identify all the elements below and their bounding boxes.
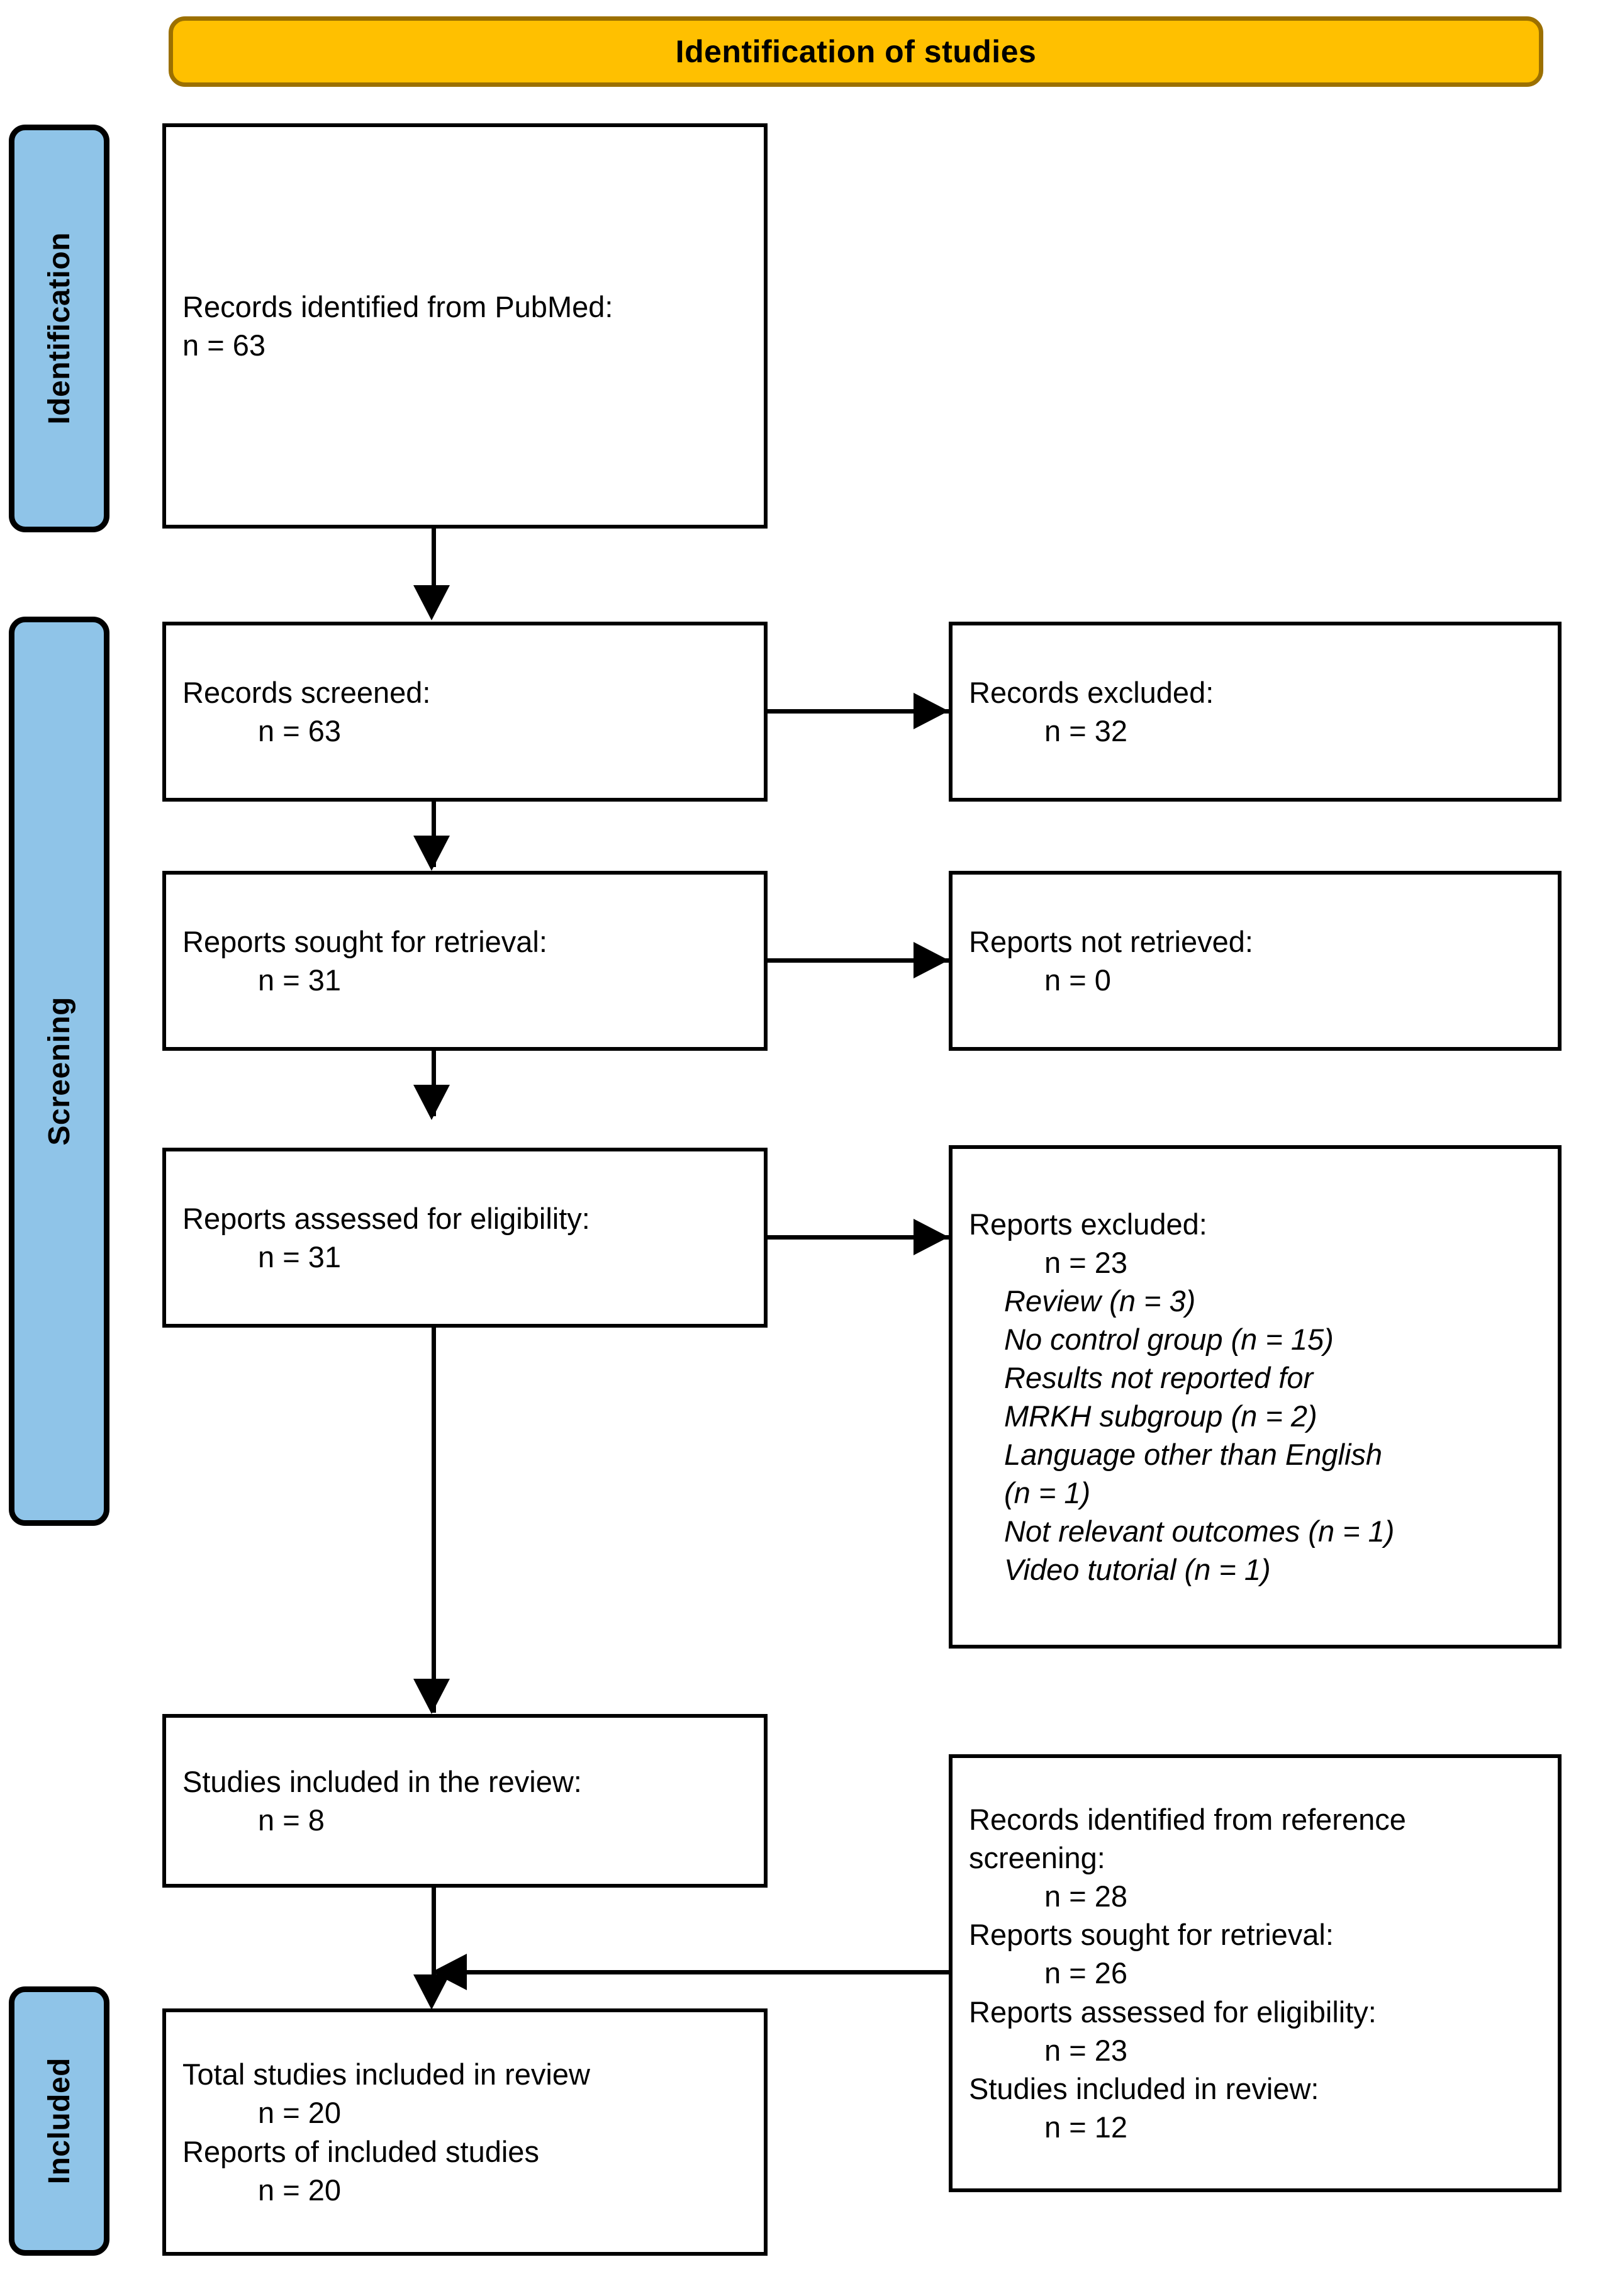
reports-excluded-line2: n = 23 [1044,1245,1127,1279]
stage-label-screening: Screening [42,997,76,1146]
box-records-screened-body: Records screened: n = 63 [166,673,764,750]
reports-excluded-reason-1: Review (n = 3) [1004,1284,1196,1318]
box-total-included-body: Total studies included in review n = 20 … [166,2055,764,2209]
reference-screening-line7: n = 23 [1044,2033,1127,2067]
box-reports-assessed-body: Reports assessed for eligibility: n = 31 [166,1199,764,1276]
box-records-screened: Records screened: n = 63 [162,622,768,802]
reports-excluded-reason-3: Results not reported for [1004,1360,1314,1394]
box-reports-sought-body: Reports sought for retrieval: n = 31 [166,922,764,999]
box-records-excluded-body: Records excluded: n = 32 [953,673,1558,750]
total-included-line1: Total studies included in review [182,2058,590,2092]
reports-excluded-reason-4: MRKH subgroup (n = 2) [1004,1399,1317,1433]
stage-tab-screening: Screening [9,617,109,1526]
records-identified-line1: Records identified from PubMed: [182,289,613,323]
reports-sought-line1: Reports sought for retrieval: [182,924,547,958]
reports-excluded-reason-8: Video tutorial (n = 1) [1004,1553,1271,1587]
stage-tab-identification: Identification [9,125,109,532]
reports-excluded-reason-7: Not relevant outcomes (n = 1) [1004,1515,1395,1548]
records-excluded-line1: Records excluded: [969,675,1214,709]
arrowhead-assessed-to-reports-excluded [914,1219,949,1255]
records-screened-line1: Records screened: [182,675,431,709]
box-reports-excluded: Reports excluded: n = 23 Review (n = 3) … [949,1145,1562,1649]
studies-included-review-line2: n = 8 [258,1803,325,1837]
box-records-identified: Records identified from PubMed: n = 63 [162,123,768,529]
reports-excluded-reason-6: (n = 1) [1004,1476,1091,1510]
reports-excluded-line1: Reports excluded: [969,1207,1207,1241]
reference-screening-line2: screening: [969,1841,1105,1875]
reference-screening-line3: n = 28 [1044,1879,1127,1913]
box-records-excluded: Records excluded: n = 32 [949,622,1562,802]
arrowhead-screened-to-excluded [914,693,949,729]
reports-not-retrieved-line1: Reports not retrieved: [969,924,1253,958]
connector-sought-to-assessed [432,1051,436,1116]
reference-screening-line5: n = 26 [1044,1956,1127,1990]
records-identified-line2: n = 63 [182,328,265,362]
header-title: Identification of studies [675,34,1037,69]
reports-sought-line2: n = 31 [258,963,341,997]
connector-assessed-to-studies-included [432,1328,436,1713]
reference-screening-line6: Reports assessed for eligibility: [969,1995,1377,2029]
box-reports-not-retrieved: Reports not retrieved: n = 0 [949,871,1562,1051]
stage-tab-included: Included [9,1986,109,2256]
connector-assessed-to-reports-excluded [768,1235,950,1240]
box-studies-included-review: Studies included in the review: n = 8 [162,1714,768,1888]
total-included-line3: Reports of included studies [182,2134,539,2168]
reference-screening-line8: Studies included in review: [969,2071,1319,2105]
connector-identified-to-screened [432,529,436,594]
box-studies-included-review-body: Studies included in the review: n = 8 [166,1762,764,1839]
reference-screening-line4: Reports sought for retrieval: [969,1918,1334,1952]
arrowhead-identified-to-screened [413,585,450,620]
reference-screening-line1: Records identified from reference [969,1803,1406,1837]
arrowhead-sought-to-not-retrieved [914,942,949,978]
reports-excluded-reason-2: No control group (n = 15) [1004,1322,1334,1356]
total-included-line2: n = 20 [258,2096,341,2130]
total-included-line4: n = 20 [258,2173,341,2207]
reports-assessed-line2: n = 31 [258,1240,341,1274]
reports-not-retrieved-line2: n = 0 [1044,963,1111,997]
reports-assessed-line1: Reports assessed for eligibility: [182,1201,590,1235]
connector-sought-to-not-retrieved [768,958,950,963]
box-reports-assessed: Reports assessed for eligibility: n = 31 [162,1148,768,1328]
box-reference-screening: Records identified from reference screen… [949,1754,1562,2192]
connector-screened-to-sought [432,802,436,867]
arrowhead-assessed-to-studies-included [413,1679,450,1714]
records-screened-line2: n = 63 [258,714,341,748]
studies-included-review-line1: Studies included in the review: [182,1764,582,1798]
box-total-included: Total studies included in review n = 20 … [162,2008,768,2256]
box-reference-screening-body: Records identified from reference screen… [953,1800,1558,2146]
header-banner: Identification of studies [169,16,1543,87]
connector-screened-to-excluded [768,709,950,714]
arrowhead-sought-to-assessed [413,1085,450,1120]
arrowhead-screened-to-sought [413,836,450,871]
box-reports-excluded-body: Reports excluded: n = 23 Review (n = 3) … [953,1205,1558,1589]
box-reports-sought: Reports sought for retrieval: n = 31 [162,871,768,1051]
connector-reference-to-total [466,1970,950,1974]
reference-screening-line9: n = 12 [1044,2110,1127,2144]
stage-label-included: Included [42,2058,76,2185]
box-records-identified-body: Records identified from PubMed: n = 63 [166,288,764,364]
reports-excluded-reason-5: Language other than English [1004,1438,1383,1472]
records-excluded-line2: n = 32 [1044,714,1127,748]
arrowhead-reference-to-total [432,1954,467,1990]
box-reports-not-retrieved-body: Reports not retrieved: n = 0 [953,922,1558,999]
stage-label-identification: Identification [42,232,76,425]
connector-studies-to-total [432,1888,436,1988]
